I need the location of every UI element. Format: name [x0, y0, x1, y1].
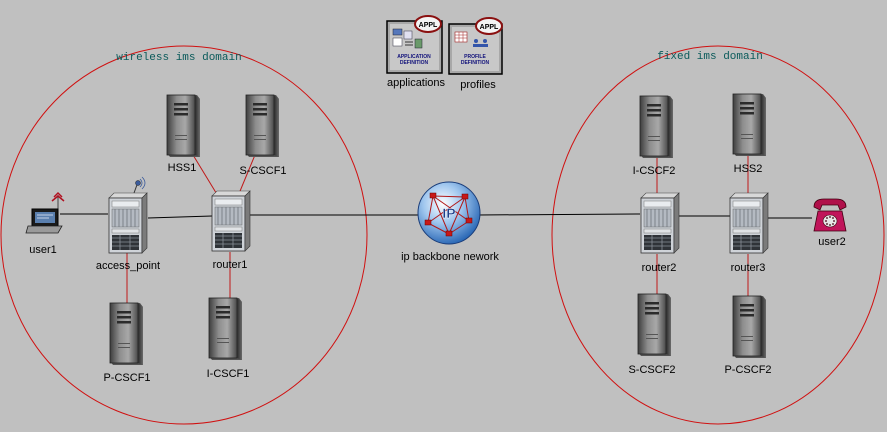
svg-text:DEFINITION: DEFINITION — [461, 60, 490, 66]
hss1-label: HSS1 — [168, 162, 197, 174]
scscf2-server-icon[interactable] — [637, 293, 672, 357]
router3-icon[interactable] — [729, 192, 769, 254]
hss2-server-icon[interactable] — [732, 93, 767, 157]
user2-label: user2 — [818, 236, 846, 248]
pcscf2-server-icon[interactable] — [732, 295, 767, 359]
applications-label: applications — [387, 77, 446, 89]
scscf1-server-icon[interactable] — [245, 94, 280, 158]
applications-badge: APPL — [419, 22, 438, 29]
icscf2-server-icon[interactable] — [639, 95, 674, 159]
router3-label: router3 — [731, 262, 766, 274]
ip-backbone-label: ip backbone nework — [401, 251, 499, 263]
scscf2-label: S-CSCF2 — [628, 364, 675, 376]
access-point-icon[interactable] — [108, 176, 148, 254]
ip-badge-text: IP — [442, 205, 455, 221]
server-links — [126, 149, 749, 304]
pcscf1-label: P-CSCF1 — [103, 372, 150, 384]
icscf2-label: I-CSCF2 — [633, 165, 676, 177]
profiles-config-icon[interactable]: PROFILE DEFINITION APPL — [448, 17, 503, 75]
applications-config-icon[interactable]: APPLICATION DEFINITION APPL — [386, 15, 443, 74]
links — [60, 213, 812, 219]
user2-phone-icon[interactable] — [813, 198, 847, 232]
hss2-label: HSS2 — [734, 163, 763, 175]
ip-backbone-icon[interactable]: IP — [417, 181, 481, 245]
user1-label: user1 — [29, 244, 57, 256]
profiles-label: profiles — [460, 79, 496, 91]
scscf1-label: S-CSCF1 — [239, 165, 286, 177]
icscf1-server-icon[interactable] — [208, 297, 243, 361]
svg-text:APPLICATION: APPLICATION — [397, 54, 431, 60]
access-point-label: access_point — [96, 260, 160, 272]
svg-text:PROFILE: PROFILE — [464, 54, 486, 60]
router1-icon[interactable] — [211, 190, 251, 252]
router1-label: router1 — [213, 259, 248, 271]
profiles-badge: APPL — [480, 24, 499, 31]
svg-text:DEFINITION: DEFINITION — [400, 60, 429, 66]
router2-icon[interactable] — [640, 192, 680, 254]
pcscf1-server-icon[interactable] — [109, 302, 144, 366]
fixed-domain-label: fixed ims domain — [657, 51, 763, 63]
wireless-domain-boundary — [0, 45, 368, 425]
wireless-domain-label: wireless ims domain — [116, 52, 241, 64]
icscf1-label: I-CSCF1 — [207, 368, 250, 380]
hss1-server-icon[interactable] — [166, 94, 201, 158]
fixed-domain-boundary — [551, 45, 885, 425]
router2-label: router2 — [642, 262, 677, 274]
user1-laptop-icon[interactable] — [25, 191, 65, 234]
pcscf2-label: P-CSCF2 — [724, 364, 771, 376]
